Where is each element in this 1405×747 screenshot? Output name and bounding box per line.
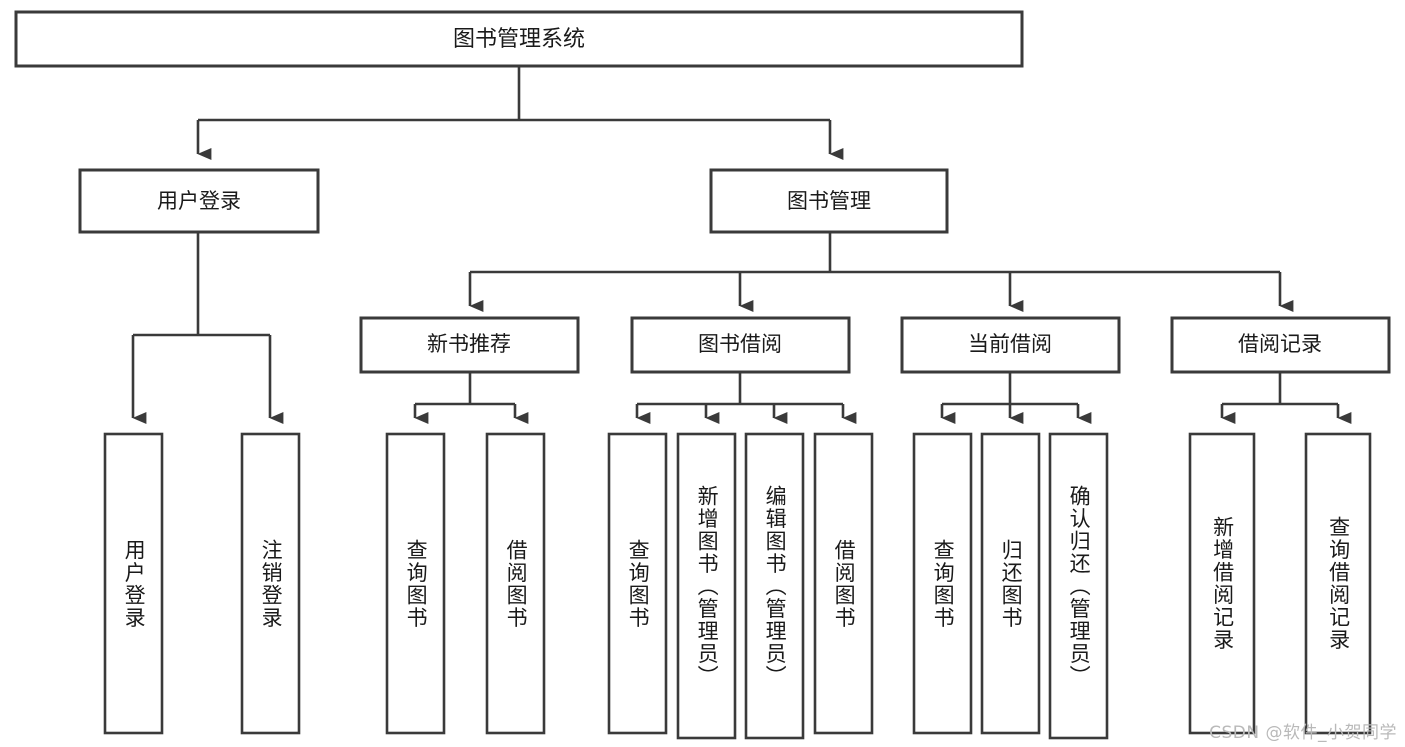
node-leaf-edit-book[interactable] (744, 432, 805, 740)
node-new-book-rec[interactable]: 新书推荐 (359, 316, 580, 374)
node-leaf-user-login-box (103, 432, 164, 735)
node-new-book-rec-box (359, 316, 580, 374)
node-leaf-user-logout-box (240, 432, 301, 735)
node-leaf-add-record[interactable] (1188, 432, 1256, 735)
node-leaf-add-book-box (676, 432, 737, 740)
node-leaf-query-record[interactable] (1304, 432, 1372, 735)
node-current-borrow[interactable]: 当前借阅 (900, 316, 1121, 374)
node-leaf-return-book[interactable] (980, 432, 1041, 735)
node-leaf-confirm-return[interactable] (1048, 432, 1109, 740)
node-root[interactable]: 图书管理系统 (14, 10, 1024, 68)
node-leaf-query-book-3[interactable] (912, 432, 973, 735)
node-leaf-add-book[interactable] (676, 432, 737, 740)
node-user-login-box (78, 168, 320, 234)
node-leaf-query-book-1[interactable] (385, 432, 446, 735)
node-leaf-edit-book-box (744, 432, 805, 740)
node-leaf-confirm-return-box (1048, 432, 1109, 740)
node-leaf-query-book-2[interactable] (607, 432, 668, 735)
node-leaf-query-record-box (1304, 432, 1372, 735)
node-leaf-borrow-book-1[interactable] (485, 432, 546, 735)
node-leaf-query-book-2-box (607, 432, 668, 735)
node-book-borrow-box (630, 316, 851, 374)
node-leaf-add-record-box (1188, 432, 1256, 735)
node-leaf-user-logout[interactable] (240, 432, 301, 735)
node-leaf-query-book-1-box (385, 432, 446, 735)
node-root-label: 图书管理系统 (453, 27, 585, 52)
node-borrow-record-box (1170, 316, 1391, 374)
node-book-borrow[interactable]: 图书借阅 (630, 316, 851, 374)
node-user-login-label: 用户登录 (157, 189, 241, 213)
node-root-box (14, 10, 1024, 68)
node-book-manage-label: 图书管理 (787, 189, 871, 213)
node-leaf-borrow-book-2-box (813, 432, 874, 735)
node-book-borrow-label: 图书借阅 (698, 332, 782, 356)
node-user-login[interactable]: 用户登录 (78, 168, 320, 234)
node-borrow-record-label: 借阅记录 (1238, 332, 1322, 356)
connector-layer (131, 66, 1352, 424)
watermark-text: CSDN @软件_小贺同学 (1209, 723, 1397, 743)
node-book-manage-box (709, 168, 949, 234)
node-borrow-record[interactable]: 借阅记录 (1170, 316, 1391, 374)
node-leaf-user-login[interactable] (103, 432, 164, 735)
node-leaf-return-book-box (980, 432, 1041, 735)
node-current-borrow-box (900, 316, 1121, 374)
node-leaf-query-book-3-box (912, 432, 973, 735)
node-current-borrow-label: 当前借阅 (968, 332, 1052, 356)
node-new-book-rec-label: 新书推荐 (427, 332, 511, 356)
node-leaf-borrow-book-1-box (485, 432, 546, 735)
node-leaf-borrow-book-2[interactable] (813, 432, 874, 735)
node-book-manage[interactable]: 图书管理 (709, 168, 949, 234)
